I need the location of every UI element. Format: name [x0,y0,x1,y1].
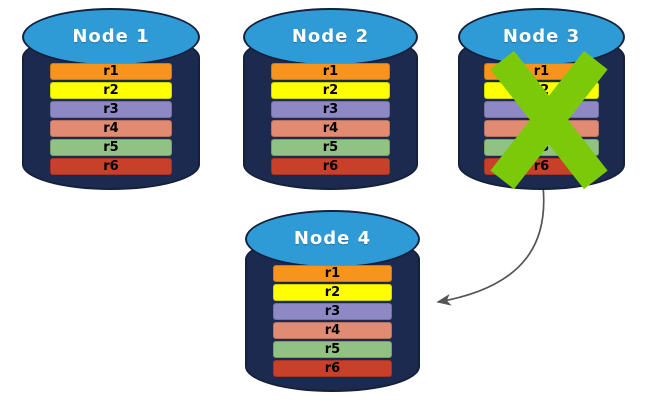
record-bar-r6[interactable]: r6 [273,360,392,377]
record-bar-r5[interactable]: r5 [271,139,390,156]
node-4-cylinder-top [245,210,420,268]
record-label: r6 [322,159,339,174]
record-bar-r2[interactable]: r2 [271,82,390,99]
record-label: r2 [324,285,341,300]
record-label: r5 [322,140,339,155]
record-label: r2 [103,83,119,98]
record-label: r5 [324,342,341,357]
record-bar-r3[interactable]: r3 [273,303,392,320]
node-4[interactable]: Node 4 r1 r2 r3 r4 r5 r6 [245,210,420,392]
record-label: r4 [103,121,119,136]
record-bar-r5[interactable]: r5 [50,139,172,156]
record-label: r1 [533,64,550,79]
record-bar-r4[interactable]: r4 [271,120,390,137]
record-label: r6 [533,159,550,174]
node-3-cylinder-top [458,8,625,66]
record-label: r3 [103,102,119,117]
record-bar-r1[interactable]: r1 [271,63,390,80]
record-label: r1 [322,64,339,79]
node-3[interactable]: Node 3 r1 r2 r3 r4 r5 r6 [458,8,625,190]
record-label: r4 [324,323,341,338]
record-label: r1 [324,266,341,281]
record-bar-r1[interactable]: r1 [50,63,172,80]
record-bar-r6[interactable]: r6 [484,158,599,175]
record-label: r5 [103,140,119,155]
record-label: r2 [533,83,550,98]
record-bar-r6[interactable]: r6 [50,158,172,175]
record-label: r3 [322,102,339,117]
record-bar-r5[interactable]: r5 [484,139,599,156]
record-bar-r4[interactable]: r4 [484,120,599,137]
record-bar-r2[interactable]: r2 [484,82,599,99]
node-2[interactable]: Node 2 r1 r2 r3 r4 r5 r6 [243,8,418,190]
record-label: r6 [324,361,341,376]
record-bar-r3[interactable]: r3 [271,101,390,118]
record-bar-r1[interactable]: r1 [484,63,599,80]
node-4-record-list: r1 r2 r3 r4 r5 r6 [245,265,420,377]
record-bar-r2[interactable]: r2 [273,284,392,301]
record-label: r2 [322,83,339,98]
node-1-cylinder-top [22,8,200,66]
node-2-cylinder-top [243,8,418,66]
record-bar-r1[interactable]: r1 [273,265,392,282]
record-bar-r4[interactable]: r4 [50,120,172,137]
record-label: r3 [533,102,550,117]
node-1-record-list: r1 r2 r3 r4 r5 r6 [22,63,200,175]
record-bar-r6[interactable]: r6 [271,158,390,175]
record-label: r3 [324,304,341,319]
node-3-record-list: r1 r2 r3 r4 r5 r6 [458,63,625,175]
record-bar-r3[interactable]: r3 [50,101,172,118]
node-1[interactable]: Node 1 r1 r2 r3 r4 r5 r6 [22,8,200,190]
record-label: r6 [103,159,119,174]
arrow-node3-to-node4 [436,185,545,306]
record-bar-r4[interactable]: r4 [273,322,392,339]
record-bar-r5[interactable]: r5 [273,341,392,358]
record-label: r1 [103,64,119,79]
node-2-record-list: r1 r2 r3 r4 r5 r6 [243,63,418,175]
record-label: r4 [533,121,550,136]
record-label: r5 [533,140,550,155]
record-bar-r3[interactable]: r3 [484,101,599,118]
record-bar-r2[interactable]: r2 [50,82,172,99]
record-label: r4 [322,121,339,136]
